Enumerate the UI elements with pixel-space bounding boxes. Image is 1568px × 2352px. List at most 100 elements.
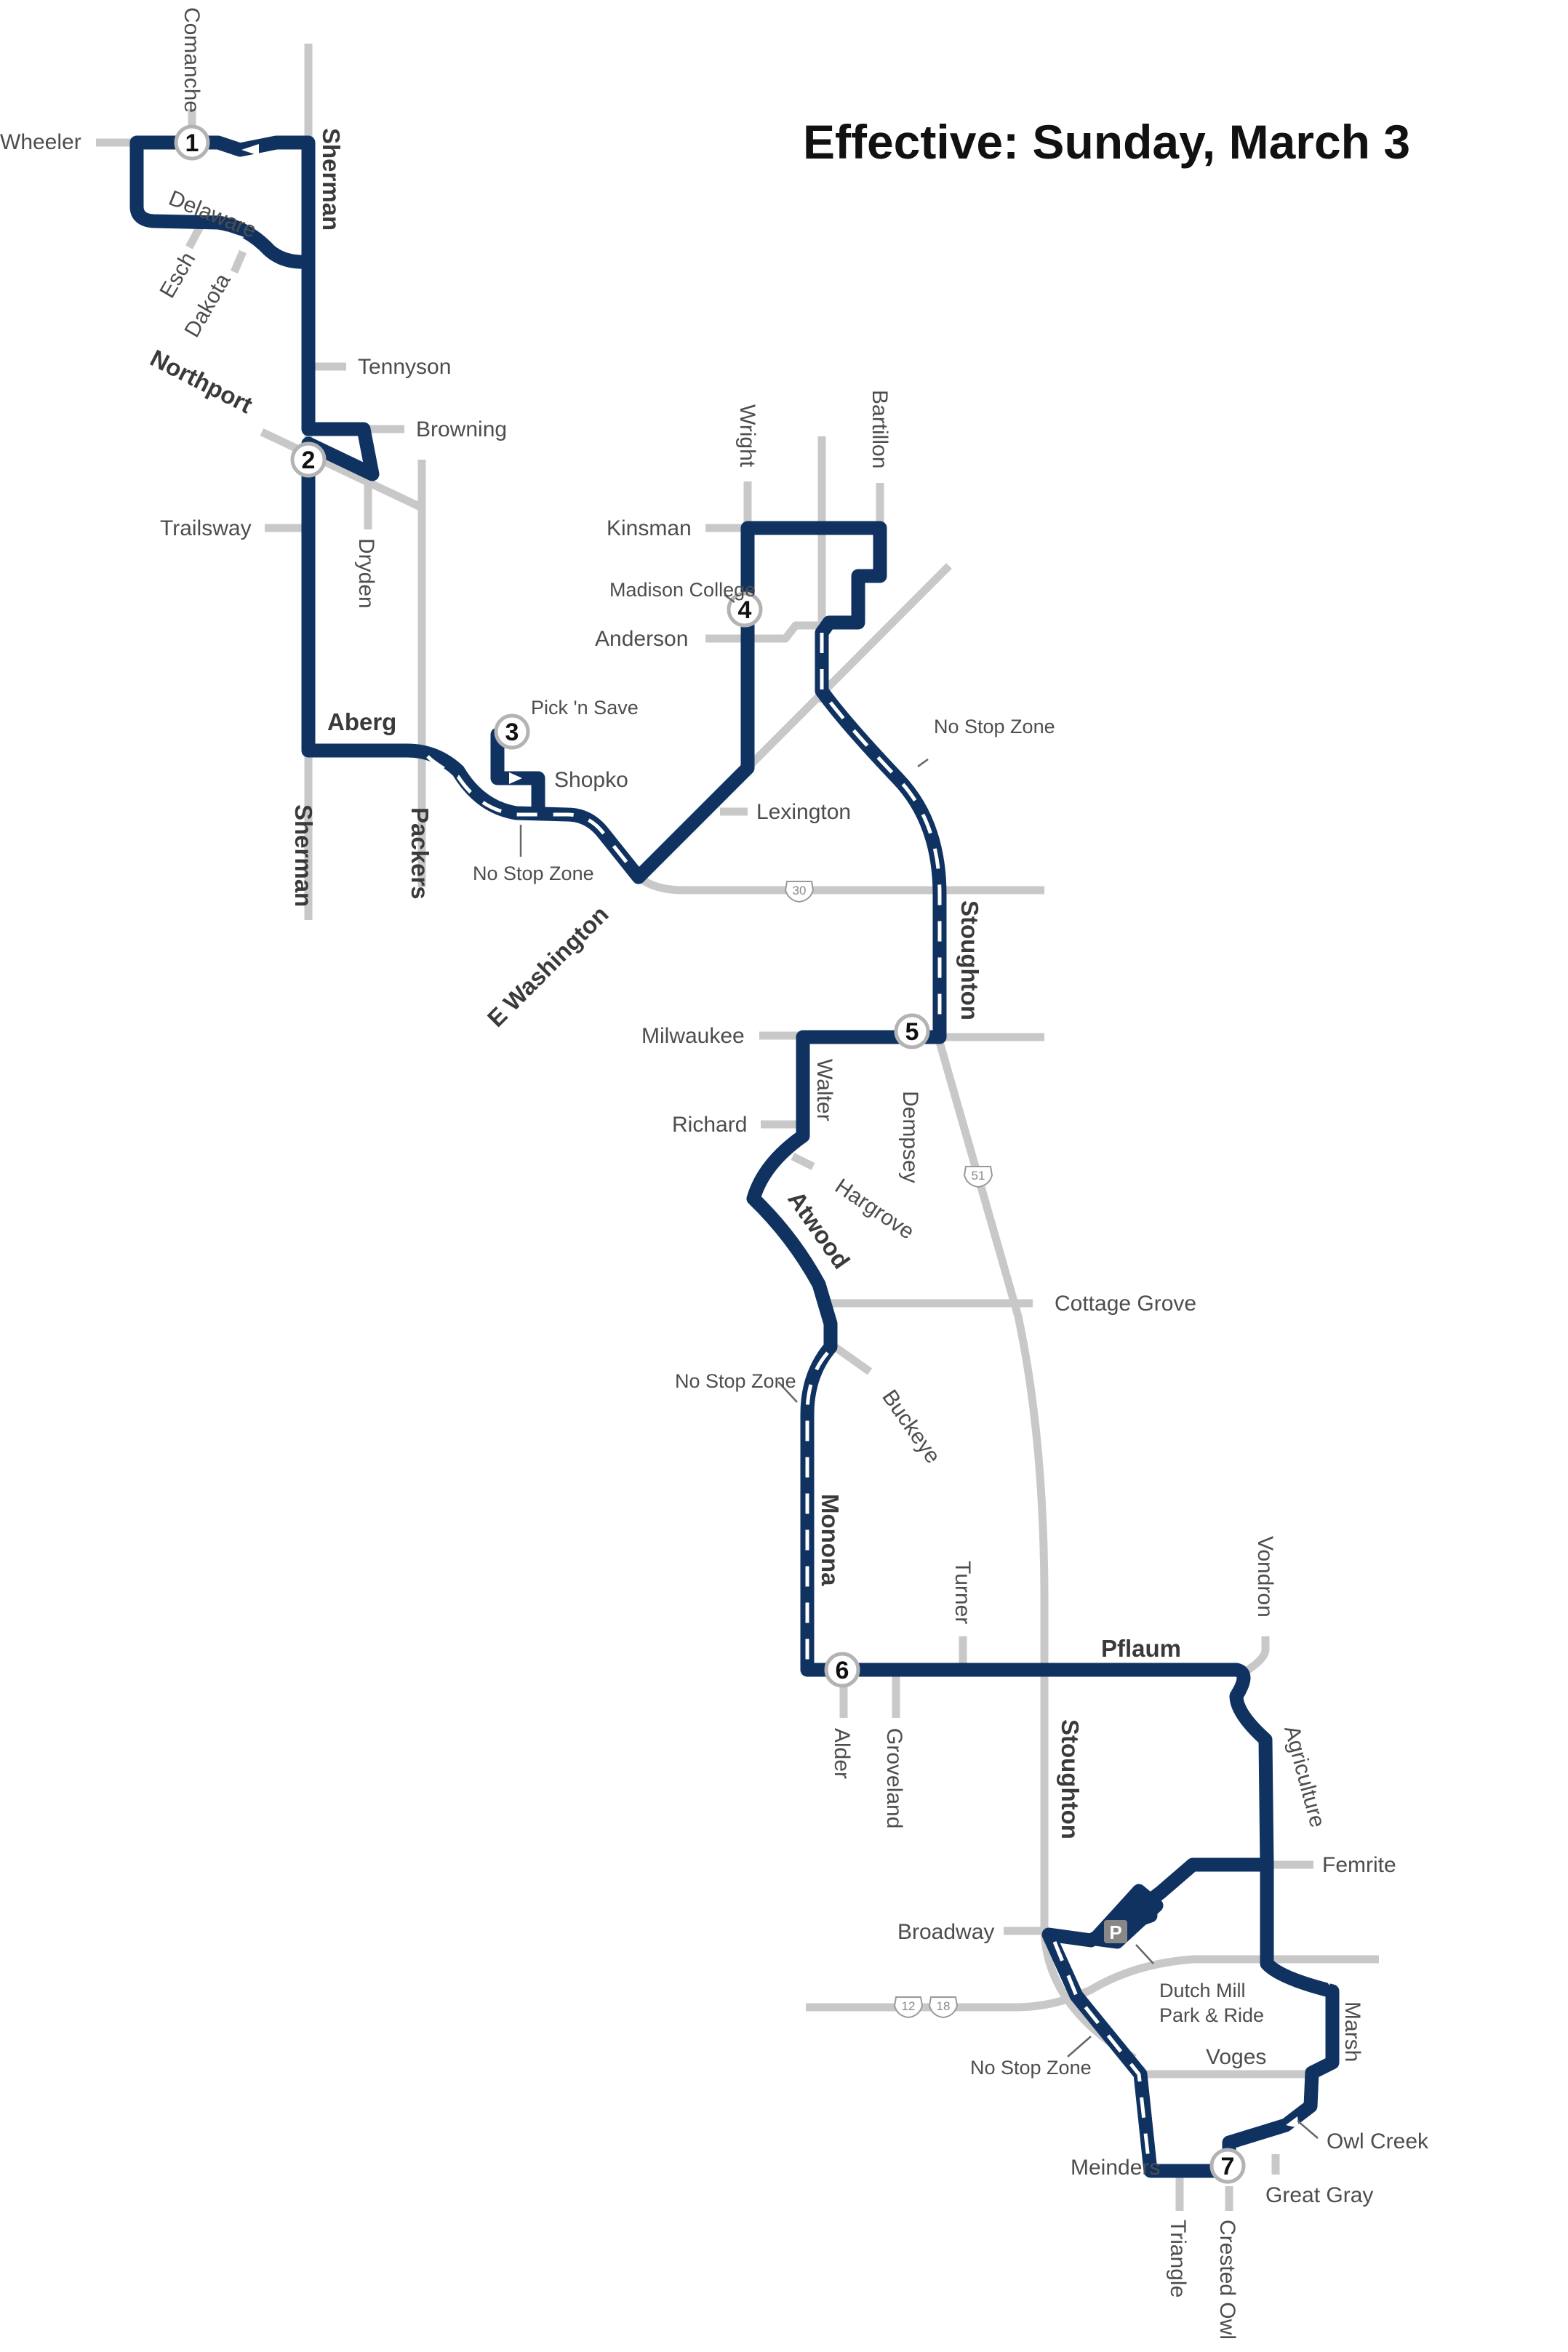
leader-no-stop-2 [917, 758, 929, 768]
us30-label: 30 [793, 884, 807, 897]
street-us12-18 [806, 1955, 1379, 2012]
label-hargrove: Hargrove [831, 1174, 919, 1244]
arrow-right-icon [509, 772, 522, 784]
label-pick-n-save: Pick 'n Save [531, 697, 639, 719]
label-dempsey: Dempsey [898, 1091, 922, 1183]
label-no-stop-zone-4: No Stop Zone [970, 2057, 1092, 2079]
stop-markers: 1 2 3 4 5 6 7 [174, 124, 1246, 2184]
label-kinsman: Kinsman [607, 516, 692, 540]
leader-lines [519, 593, 1319, 2139]
label-aberg: Aberg [327, 708, 396, 735]
stop-4[interactable]: 4 [727, 591, 763, 628]
label-crested-owl: Crested Owl [1215, 2220, 1239, 2340]
label-great-gray: Great Gray [1265, 2183, 1373, 2207]
stop-1-label: 1 [185, 129, 199, 157]
leader-dutch-mill [1135, 1944, 1154, 1964]
dash-aberg [426, 755, 634, 871]
us18-label: 18 [937, 1999, 951, 2013]
label-milwaukee: Milwaukee [641, 1024, 745, 1048]
no-stop-dash [426, 633, 1151, 2167]
label-agriculture: Agriculture [1279, 1723, 1329, 1830]
effective-date-title: Effective: Sunday, March 3 [803, 115, 1410, 169]
label-delaware: Delaware [165, 186, 260, 243]
label-voges: Voges [1206, 2045, 1266, 2069]
dash-stoughton [820, 633, 942, 1025]
stop-3[interactable]: 3 [494, 713, 530, 750]
parking-icon: P [1104, 1920, 1127, 1943]
highway-shields: 30 51 12 18 [784, 881, 993, 2019]
stub-vondron [1245, 1636, 1270, 1673]
dash-monona [805, 1351, 829, 1665]
label-wright: Wright [735, 404, 759, 468]
us51-label: 51 [972, 1169, 985, 1183]
no-stop-zone-labels: No Stop Zone No Stop Zone No Stop Zone N… [473, 716, 1092, 2079]
label-stoughton-south: Stoughton [1057, 1719, 1084, 1839]
major-street-labels: Sherman Sherman Northport Aberg Packers … [146, 128, 1181, 1839]
stub-hargrove [791, 1153, 815, 1170]
street-us30 [636, 873, 1044, 895]
us12-label: 12 [902, 1999, 916, 2013]
label-no-stop-zone-3: No Stop Zone [675, 1370, 796, 1392]
label-dutch-mill: Dutch Mill [1159, 1980, 1246, 2001]
stop-1[interactable]: 1 [174, 124, 210, 161]
label-turner: Turner [951, 1561, 975, 1624]
stub-anderson [705, 621, 822, 643]
label-packers: Packers [407, 807, 433, 900]
arrow-right-icon [227, 231, 244, 243]
stop-5-label: 5 [905, 1018, 919, 1046]
label-no-stop-zone-1: No Stop Zone [473, 863, 594, 884]
label-sherman-top: Sherman [318, 128, 345, 231]
arrow-left-icon [241, 144, 259, 156]
label-no-stop-zone-2: No Stop Zone [934, 716, 1055, 737]
us12-shield-icon: 12 [893, 1996, 924, 2019]
label-northport: Northport [146, 344, 257, 418]
street-northport [260, 428, 424, 511]
label-anderson: Anderson [595, 627, 688, 651]
stop-7-label: 7 [1221, 2153, 1235, 2180]
direction-arrows [227, 144, 1332, 2128]
label-trailsway: Trailsway [160, 516, 252, 540]
route-north-loop [129, 135, 316, 269]
label-femrite: Femrite [1322, 1853, 1396, 1877]
stop-5[interactable]: 5 [894, 1013, 930, 1049]
label-marsh: Marsh [1340, 2001, 1364, 2062]
label-lexington: Lexington [756, 800, 851, 824]
stop-2[interactable]: 2 [290, 441, 327, 478]
stop-6[interactable]: 6 [824, 1652, 860, 1688]
label-cottage-grove: Cottage Grove [1055, 1292, 1196, 1316]
label-esch: Esch [155, 248, 200, 302]
label-triangle: Triangle [1166, 2220, 1190, 2297]
leader-owl-creek [1297, 2120, 1319, 2139]
label-bartillon: Bartillon [868, 390, 892, 468]
leader-no-stop-4 [1067, 2036, 1092, 2057]
us18-shield-icon: 18 [928, 1996, 959, 2019]
label-groveland: Groveland [882, 1728, 906, 1828]
label-browning: Browning [416, 417, 507, 441]
stub-esch [185, 223, 204, 249]
label-richard: Richard [672, 1113, 747, 1137]
label-monona: Monona [817, 1494, 844, 1586]
us51-shield-icon: 51 [963, 1166, 993, 1188]
label-shopko: Shopko [554, 768, 628, 792]
stop-7[interactable]: 7 [1209, 2148, 1246, 2184]
stop-3-label: 3 [505, 719, 519, 746]
us30-shield-icon: 30 [784, 881, 815, 903]
label-owl-creek: Owl Creek [1327, 2129, 1429, 2153]
stop-6-label: 6 [836, 1657, 849, 1684]
stop-2-label: 2 [302, 447, 316, 474]
stub-buckeye [832, 1343, 873, 1375]
label-comanche: Comanche [180, 7, 204, 113]
arrow-left-icon [1286, 2116, 1299, 2128]
leader-no-stop-3 [777, 1381, 798, 1403]
arrow-up-icon [1321, 1972, 1332, 1985]
label-e-washington: E Washington [482, 900, 614, 1032]
label-vondron: Vondron [1253, 1536, 1277, 1617]
label-stoughton-north: Stoughton [956, 900, 983, 1020]
label-buckeye: Buckeye [877, 1385, 945, 1468]
label-pflaum: Pflaum [1101, 1635, 1181, 1662]
label-park-and-ride: Park & Ride [1159, 2004, 1264, 2026]
stub-dakota [230, 249, 247, 274]
leader-madison-college [724, 593, 735, 604]
label-wheeler: Wheeler [0, 130, 81, 154]
